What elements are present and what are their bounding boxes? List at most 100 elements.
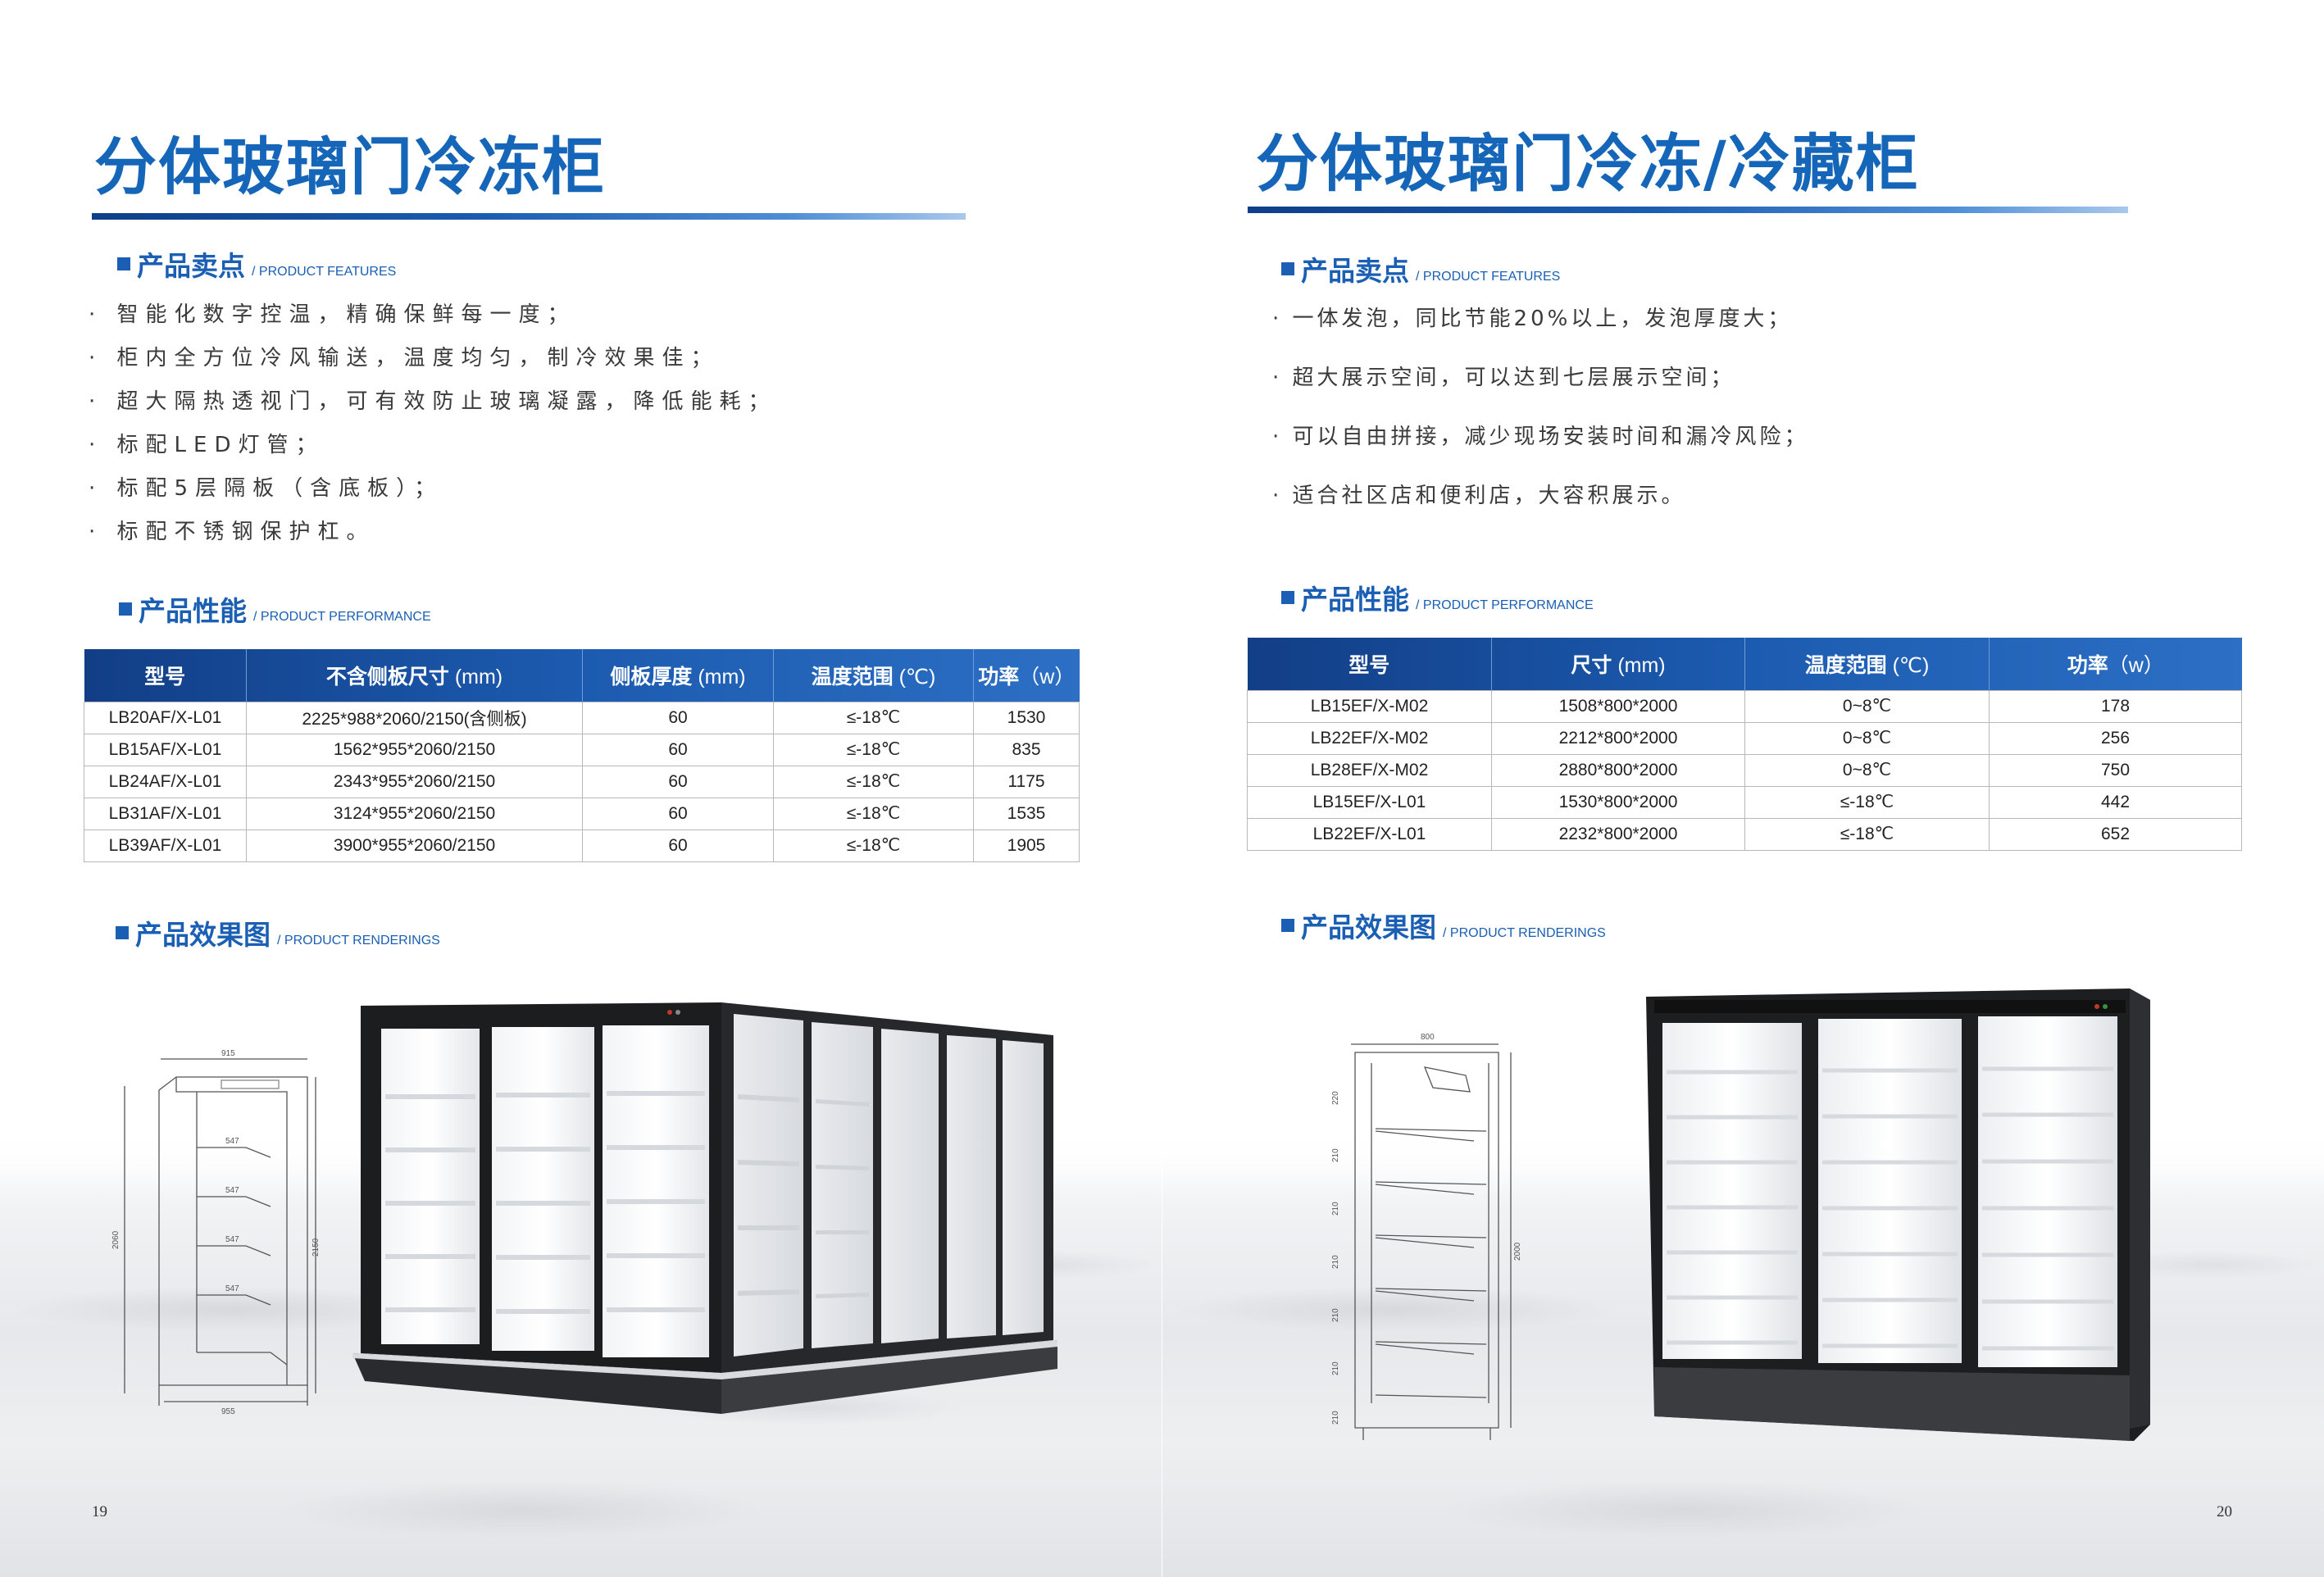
page-number: 20 bbox=[2217, 1503, 2232, 1520]
header-model: 型号 bbox=[84, 649, 247, 702]
cell-temperature: ≤-18℃ bbox=[1744, 785, 1990, 819]
cell-model: LB15AF/X-L01 bbox=[84, 733, 247, 766]
feature-item: · 柜内全方位冷风输送，温度均匀，制冷效果佳； bbox=[89, 346, 720, 370]
dim-height: 2000 bbox=[1513, 1242, 1522, 1261]
bullet-square-icon bbox=[116, 926, 129, 939]
bullet-square-icon bbox=[1281, 591, 1294, 604]
dim-depth: 955 bbox=[221, 1407, 235, 1416]
cell-thickness: 60 bbox=[582, 701, 774, 734]
performance-heading: 产品性能 / PRODUCT PERFORMANCE bbox=[1281, 578, 1594, 617]
side-view-drawing: 915 547 547 547 547 2060 2150 955 bbox=[111, 1049, 321, 1416]
feature-item: · 一体发泡，同比节能20%以上，发泡厚度大； bbox=[1272, 307, 1793, 331]
cell-size: 2225*988*2060/2150(含侧板) bbox=[246, 701, 583, 734]
cell-temperature: ≤-18℃ bbox=[773, 701, 974, 734]
cell-temperature: ≤-18℃ bbox=[1744, 817, 1990, 851]
dim-height: 2060 bbox=[111, 1230, 121, 1249]
cell-temperature: ≤-18℃ bbox=[773, 733, 974, 766]
table-header-row: 型号 不含侧板尺寸 (mm) 侧板厚度 (mm) 温度范围 (℃) 功率（w） bbox=[84, 649, 1080, 702]
page-title: 分体玻璃门冷冻/冷藏柜 bbox=[1256, 127, 1920, 200]
dim-shelf: 210 bbox=[1331, 1148, 1340, 1162]
left-page: 分体玻璃门冷冻柜 产品卖点 / PRODUCT FEATURES · 智能化数字… bbox=[0, 130, 1162, 1577]
freezer-product-render bbox=[352, 1002, 1057, 1414]
cell-size: 1562*955*2060/2150 bbox=[246, 733, 583, 766]
page-title: 分体玻璃门冷冻柜 bbox=[94, 130, 606, 203]
renderings-heading-en: / PRODUCT RENDERINGS bbox=[1443, 926, 1606, 940]
dim-shelf: 547 bbox=[225, 1137, 239, 1146]
cell-model: LB24AF/X-L01 bbox=[84, 765, 247, 798]
cell-size: 2880*800*2000 bbox=[1491, 753, 1745, 787]
cell-power: 178 bbox=[1989, 689, 2242, 723]
bullet-square-icon bbox=[1281, 262, 1294, 275]
dim-width: 915 bbox=[221, 1049, 235, 1058]
features-heading-en: / PRODUCT FEATURES bbox=[252, 265, 397, 279]
cell-power: 1175 bbox=[973, 765, 1080, 798]
features-heading-en: / PRODUCT FEATURES bbox=[1416, 270, 1561, 284]
renderings-heading-cn: 产品效果图 bbox=[135, 919, 271, 951]
spec-table: 型号 不含侧板尺寸 (mm) 侧板厚度 (mm) 温度范围 (℃) 功率（w） … bbox=[84, 649, 1080, 862]
cell-power: 652 bbox=[1989, 817, 2242, 851]
feature-item: · 标配不锈钢保护杠。 bbox=[89, 520, 375, 544]
header-size: 尺寸 (mm) bbox=[1491, 638, 1745, 690]
table-header-row: 型号 尺寸 (mm) 温度范围 (℃) 功率（w） bbox=[1247, 638, 2242, 690]
header-power: 功率（w） bbox=[978, 665, 1076, 689]
features-list: · 一体发泡，同比节能20%以上，发泡厚度大； · 超大展示空间，可以达到七层展… bbox=[1272, 302, 1809, 538]
feature-item: · 智能化数字控温，精确保鲜每一度； bbox=[89, 302, 576, 327]
cell-power: 1530 bbox=[973, 701, 1080, 734]
bullet-square-icon bbox=[119, 602, 132, 616]
header-size: 不含侧板尺寸 (mm) bbox=[246, 649, 583, 702]
cell-power: 1535 bbox=[973, 797, 1080, 830]
renderings-heading-cn: 产品效果图 bbox=[1301, 911, 1436, 943]
feature-item: · 适合社区店和便利店，大容积展示。 bbox=[1272, 484, 1686, 508]
cell-model: LB28EF/X-M02 bbox=[1247, 753, 1492, 787]
feature-item: · 超大展示空间，可以达到七层展示空间； bbox=[1272, 366, 1735, 390]
feature-item: · 标配5层隔板（含底板）； bbox=[89, 476, 443, 501]
header-model: 型号 bbox=[1247, 638, 1492, 690]
title-underline bbox=[92, 213, 966, 220]
cell-thickness: 60 bbox=[582, 829, 774, 862]
cell-power: 256 bbox=[1989, 721, 2242, 755]
cell-model: LB22EF/X-L01 bbox=[1247, 817, 1492, 851]
cell-model: LB31AF/X-L01 bbox=[84, 797, 247, 830]
cell-model: LB15EF/X-L01 bbox=[1247, 785, 1492, 819]
features-heading-cn: 产品卖点 bbox=[137, 250, 245, 282]
dim-shelf: 547 bbox=[225, 1186, 239, 1195]
cell-model: LB39AF/X-L01 bbox=[84, 829, 247, 862]
header-temperature: 温度范围 (℃) bbox=[1744, 638, 1990, 690]
cell-size: 2343*955*2060/2150 bbox=[246, 765, 583, 798]
header-side-thickness: 侧板厚度 (mm) bbox=[582, 649, 774, 702]
cell-size: 2212*800*2000 bbox=[1491, 721, 1745, 755]
cell-temperature: 0~8℃ bbox=[1744, 753, 1990, 787]
cell-power: 750 bbox=[1989, 753, 2242, 787]
cell-size: 3900*955*2060/2150 bbox=[246, 829, 583, 862]
performance-heading-en: / PRODUCT PERFORMANCE bbox=[1416, 598, 1594, 612]
dim-shelf: 210 bbox=[1331, 1255, 1340, 1269]
dim-shelf: 547 bbox=[225, 1284, 239, 1293]
header-temperature: 温度范围 (℃) bbox=[773, 649, 974, 702]
title-underline bbox=[1248, 207, 2128, 213]
performance-heading: 产品性能 / PRODUCT PERFORMANCE bbox=[119, 589, 431, 629]
cell-model: LB15EF/X-M02 bbox=[1247, 689, 1492, 723]
bullet-square-icon bbox=[1281, 919, 1294, 932]
bullet-square-icon bbox=[117, 257, 130, 270]
cell-power: 1905 bbox=[973, 829, 1080, 862]
dim-shelf: 210 bbox=[1331, 1202, 1340, 1216]
dim-height-total: 2150 bbox=[312, 1238, 321, 1257]
cell-size: 2232*800*2000 bbox=[1491, 817, 1745, 851]
right-page: 分体玻璃门冷冻/冷藏柜 产品卖点 / PRODUCT FEATURES · 一体… bbox=[1162, 0, 2324, 1577]
feature-item: · 标配LED灯管； bbox=[89, 433, 325, 457]
dim-shelf: 210 bbox=[1331, 1308, 1340, 1322]
performance-heading-cn: 产品性能 bbox=[1301, 584, 1409, 616]
dim-shelf: 210 bbox=[1331, 1361, 1340, 1375]
cabinet-product-render bbox=[1646, 988, 2150, 1441]
cell-size: 1530*800*2000 bbox=[1491, 785, 1745, 819]
cell-thickness: 60 bbox=[582, 765, 774, 798]
